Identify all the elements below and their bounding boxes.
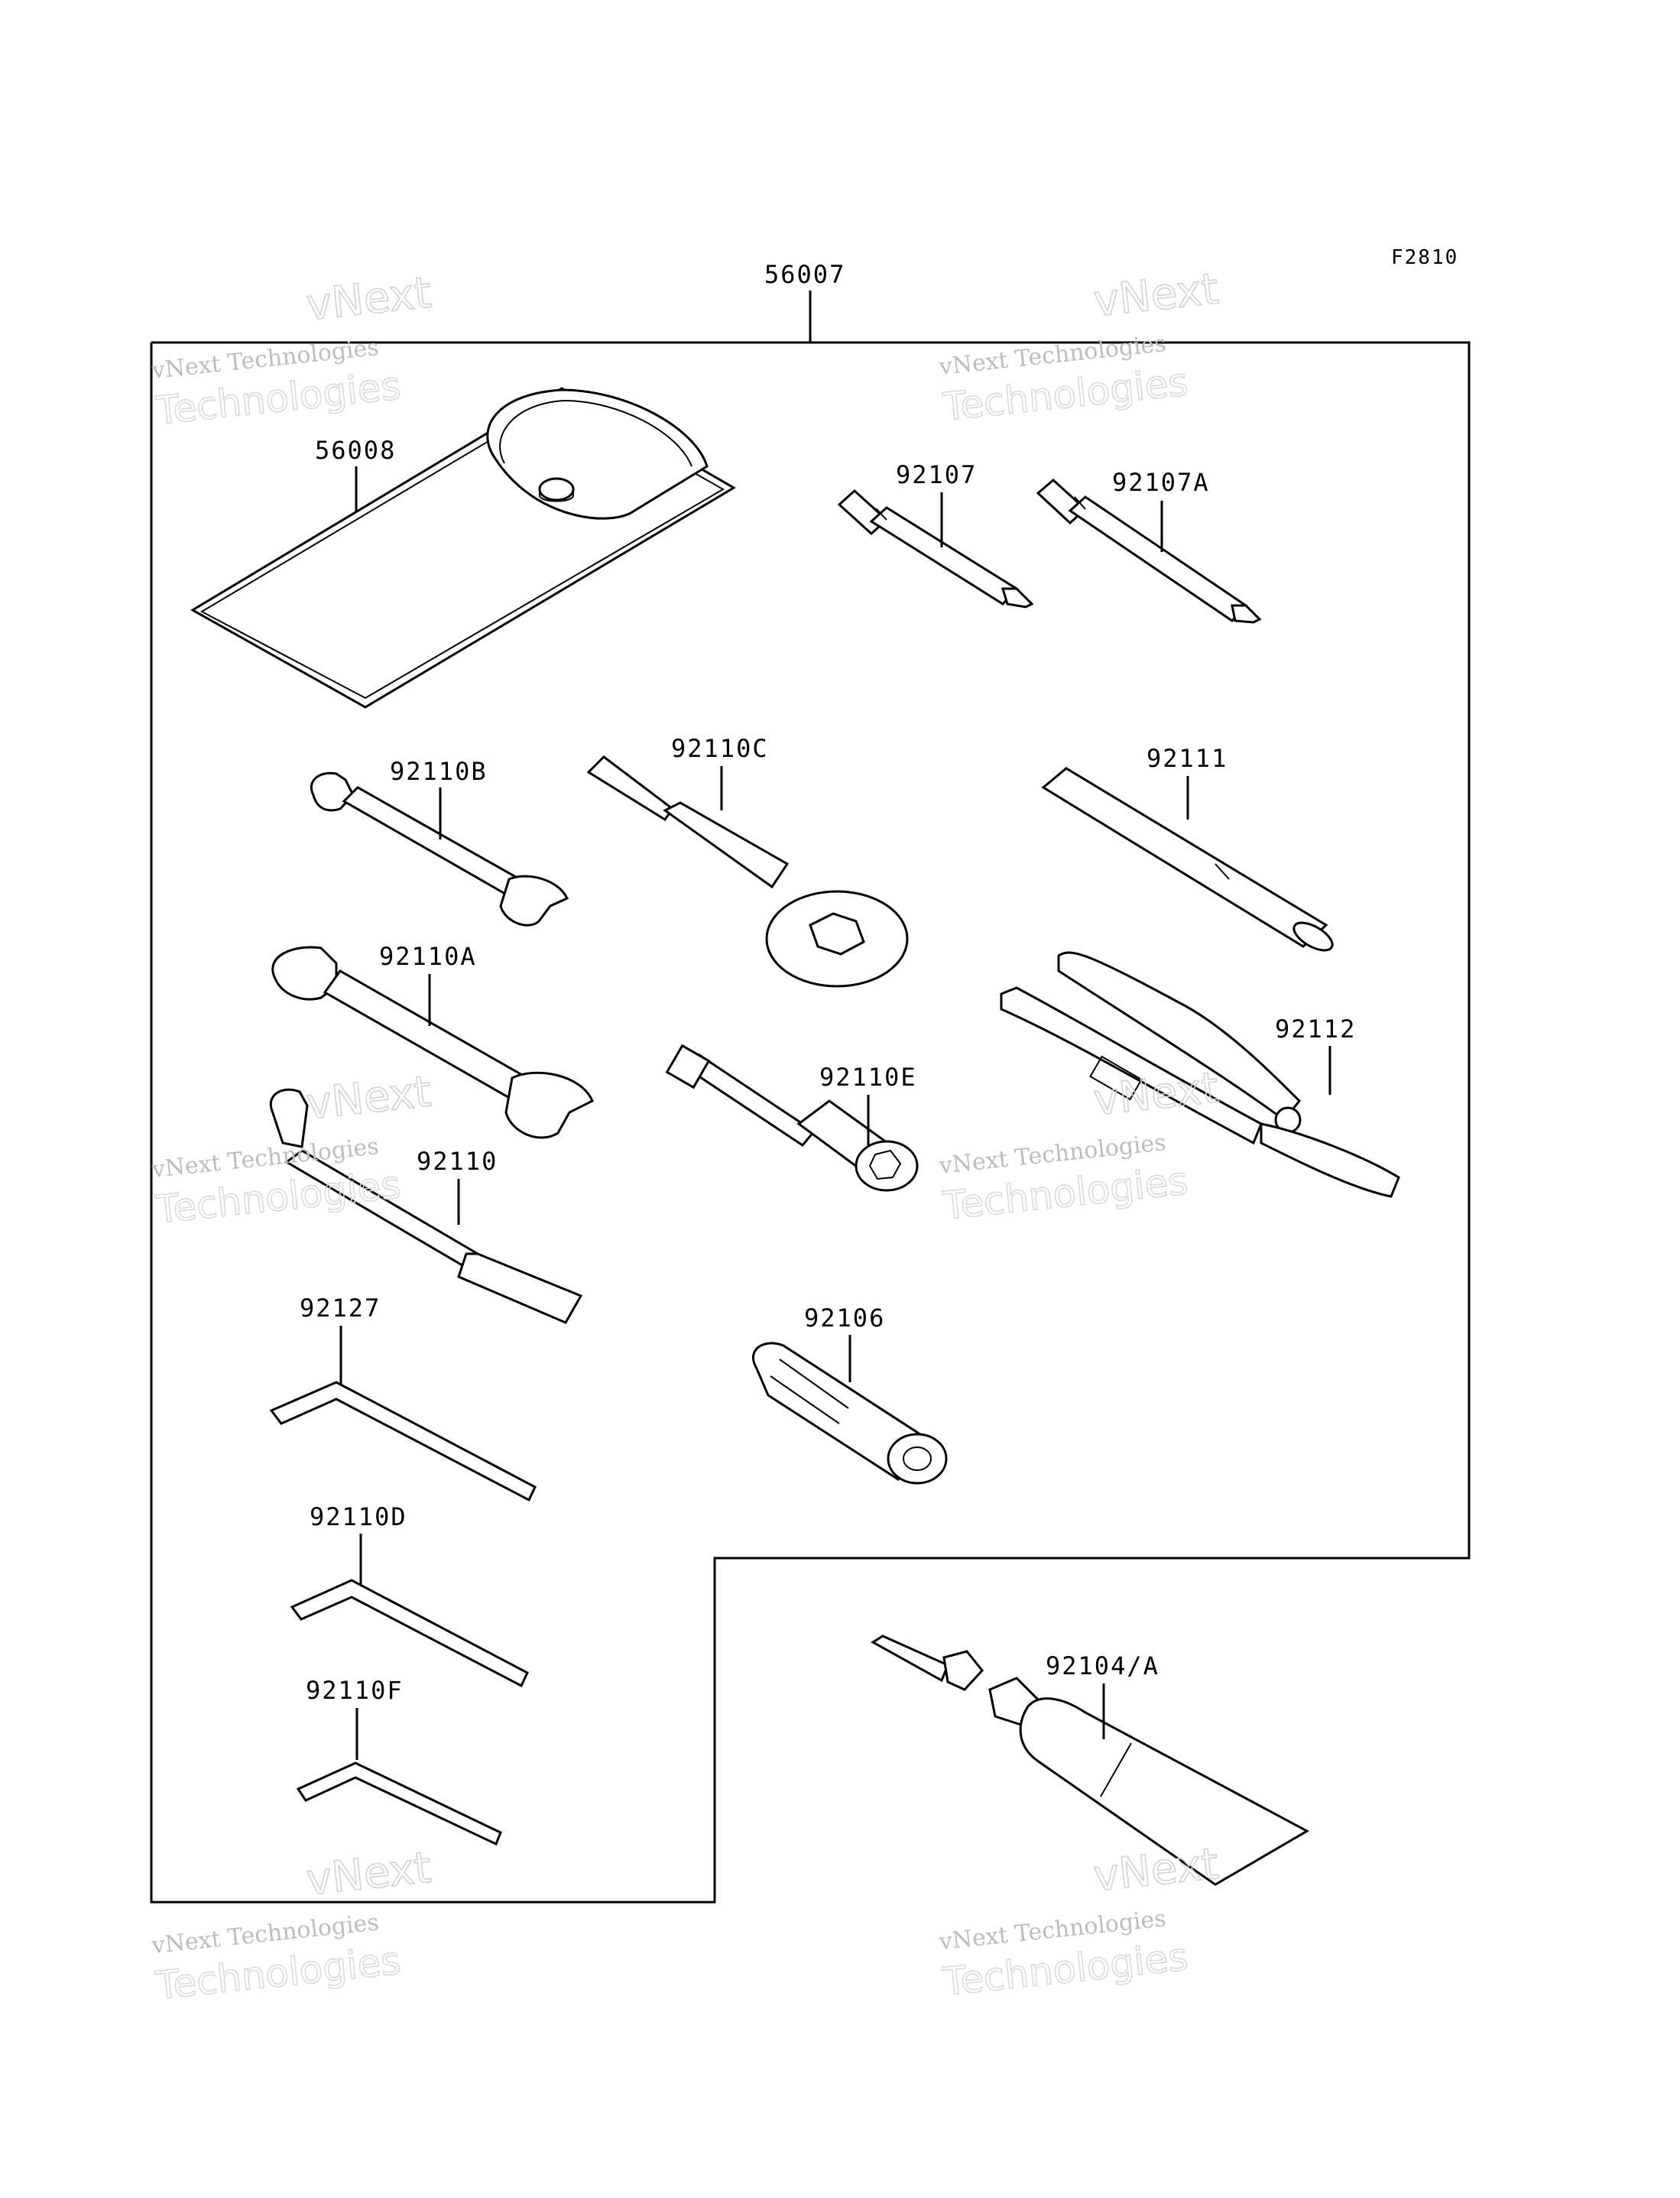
box-wrench-drawing [586,755,909,988]
grease-tube-drawing [871,1635,1310,1886]
hook-spanner-drawing [269,1088,583,1324]
label-92110C: 92110C [671,734,769,763]
label-92110E: 92110E [819,1063,917,1092]
label-92127: 92127 [300,1294,381,1323]
label-92106: 92106 [804,1304,885,1333]
watermark-middle-right: vNext vNext Technologies Technologies [937,1063,1221,1229]
screwdriver-bit-drawing [837,489,1034,609]
hex-key-medium-drawing [290,1579,529,1688]
label-56008: 56008 [315,436,396,465]
label-92110: 92110 [417,1147,498,1176]
label-92110D: 92110D [310,1502,407,1531]
screwdriver-bit-a-drawing [1036,479,1262,624]
label-92111: 92111 [1146,744,1228,773]
label-92107: 92107 [896,460,977,489]
socket-handle-drawing [751,1342,948,1485]
watermark-top-right: vNext vNext Technologies Technologies [937,264,1221,430]
tool-pouch-drawing [190,387,736,709]
watermark-word-top: vNext [1091,265,1221,327]
watermark-word-top: vNext [304,1843,434,1906]
diagram-code: F2810 [1391,246,1458,269]
watermark-word-top: vNext [1091,1839,1221,1902]
watermark-bottom-left: vNext vNext Technologies Technologies [150,1842,434,2009]
watermark-word-top: vNext [1091,1063,1221,1126]
hex-key-small-drawing [296,1761,502,1846]
hex-key-large-drawing [269,1381,537,1502]
label-92110A: 92110A [379,942,477,971]
watermark-bottom-right: vNext vNext Technologies Technologies [937,1839,1221,2005]
open-wrench-large-drawing [271,946,594,1139]
kit-boundary [150,341,1471,1904]
label-56007: 56007 [764,260,845,289]
label-92110B: 92110B [390,757,488,786]
label-92107A: 92107A [1112,468,1210,497]
watermark-top-left: vNext vNext Technologies Technologies [150,268,434,434]
socket-extension-drawing [665,1044,919,1192]
pliers-drawing [1000,951,1400,1198]
label-92110F: 92110F [306,1676,404,1705]
label-92112: 92112 [1275,1015,1356,1044]
watermark-word-top: vNext [304,268,434,331]
tube-handle-drawing [1041,767,1334,952]
open-wrench-small-drawing [310,771,569,927]
watermark-word-top: vNext [304,1067,434,1130]
label-92104A: 92104/A [1046,1651,1159,1680]
